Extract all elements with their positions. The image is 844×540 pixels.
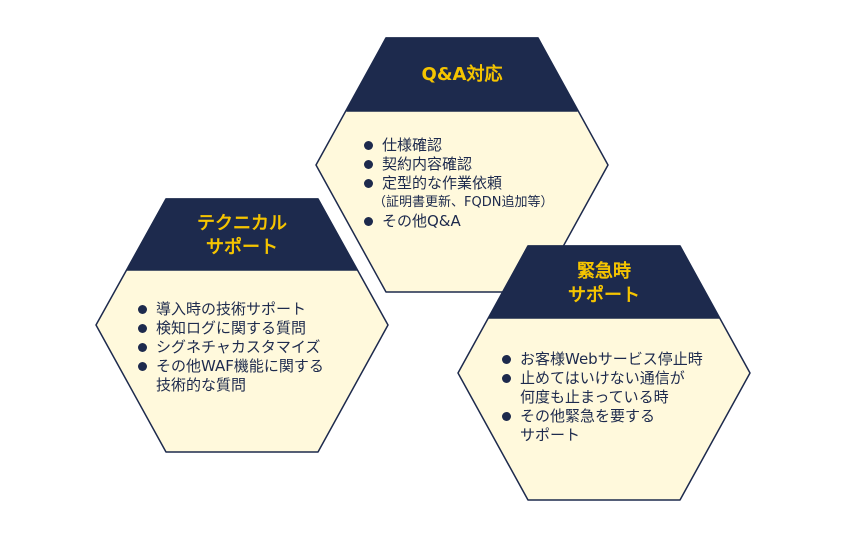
technical-item-label: その他WAF機能に関する — [156, 357, 324, 375]
technical-item-label: 検知ログに関する質問 — [156, 319, 307, 337]
list-item: 検知ログに関する質問 — [137, 319, 324, 338]
bullet-icon — [138, 343, 147, 352]
bullet-icon — [138, 362, 147, 371]
emergency-hexagon — [457, 245, 751, 501]
qa-item-note: （証明書更新、FQDN追加等） — [373, 195, 554, 210]
emergency-item-continuation: サポート — [520, 426, 581, 444]
qa-hexagon — [315, 37, 609, 293]
technical-item-label: 導入時の技術サポート — [156, 300, 307, 318]
emergency-item-label: その他緊急を要する — [520, 407, 656, 425]
bullet-icon — [502, 412, 511, 421]
bullet-icon — [364, 217, 373, 226]
technical-hexagon-header — [126, 198, 358, 271]
emergency-item-continuation: 何度も止まっている時 — [520, 388, 669, 406]
list-item: 止めてはいけない通信が — [501, 369, 703, 388]
list-item: シグネチャカスタマイズ — [137, 338, 324, 357]
list-item: 定型的な作業依頼 — [363, 174, 553, 193]
qa-hexagon-header — [346, 37, 578, 112]
list-item: 仕様確認 — [363, 136, 553, 155]
bullet-icon — [364, 141, 373, 150]
technical-title: テクニカル サポート — [152, 212, 332, 260]
emergency-title-line2: サポート — [568, 285, 640, 306]
technical-hexagon — [95, 198, 389, 453]
technical-item-list: 導入時の技術サポート 検知ログに関する質問 シグネチャカスタマイズ その他WAF… — [137, 300, 324, 395]
list-item: 導入時の技術サポート — [137, 300, 324, 319]
list-item: その他緊急を要する — [501, 407, 703, 426]
qa-item-label: 定型的な作業依頼 — [382, 174, 503, 192]
technical-item-continuation: 技術的な質問 — [156, 376, 247, 394]
emergency-item-label: 止めてはいけない通信が — [520, 369, 685, 387]
technical-title-line2: サポート — [206, 237, 278, 258]
bullet-icon — [364, 160, 373, 169]
list-item: お客様Webサービス停止時 — [501, 350, 703, 369]
qa-title: Q&A対応 — [421, 64, 503, 85]
qa-item-list: 仕様確認 契約内容確認 定型的な作業依頼 （証明書更新、FQDN追加等） その他… — [363, 136, 553, 231]
emergency-title-line1: 緊急時 — [577, 261, 631, 282]
bullet-icon — [364, 179, 373, 188]
emergency-item-label: お客様Webサービス停止時 — [520, 350, 703, 368]
list-item: 契約内容確認 — [363, 155, 553, 174]
qa-item-label: 契約内容確認 — [382, 155, 473, 173]
bullet-icon — [138, 305, 147, 314]
list-item: その他Q&A — [363, 212, 553, 231]
emergency-hexagon-header — [488, 245, 720, 319]
bullet-icon — [502, 374, 511, 383]
qa-item-label: その他Q&A — [382, 212, 461, 230]
bullet-icon — [138, 324, 147, 333]
technical-item-label: シグネチャカスタマイズ — [156, 338, 321, 356]
emergency-title: 緊急時 サポート — [514, 260, 694, 308]
bullet-icon — [502, 355, 511, 364]
list-item: その他WAF機能に関する — [137, 357, 324, 376]
qa-item-label: 仕様確認 — [382, 136, 443, 154]
technical-title-line1: テクニカル — [197, 213, 287, 234]
emergency-item-list: お客様Webサービス停止時 止めてはいけない通信が 何度も止まっている時 その他… — [501, 350, 703, 445]
